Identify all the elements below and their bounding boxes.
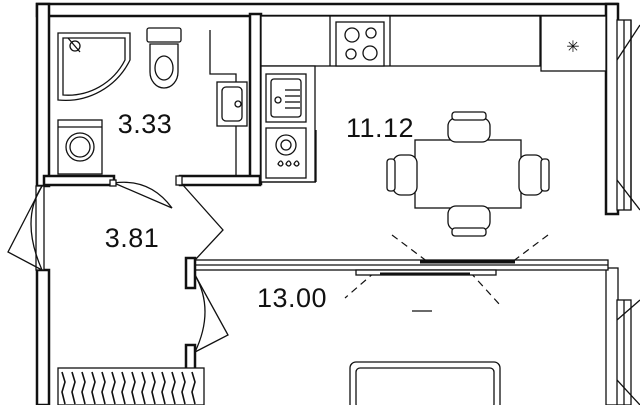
grille-bar (101, 371, 106, 405)
dishwasher-body (265, 127, 307, 179)
burner-icon (362, 45, 378, 61)
interior-walls (42, 12, 609, 405)
chair-icon (392, 154, 418, 196)
grille-bar (151, 371, 156, 405)
cooktop-panel (335, 21, 385, 67)
burner-icon (345, 48, 357, 60)
bathroom-area-label: 3.33 (118, 109, 173, 139)
toilet-bowl (149, 43, 179, 89)
washbasin (216, 81, 248, 127)
toilet (146, 27, 182, 89)
folding-partition (344, 234, 549, 312)
chair-icon (447, 117, 491, 143)
burner-icon (365, 27, 377, 39)
hallway-walls (181, 183, 229, 353)
kitchen-sink (265, 73, 307, 123)
right-wall-upper (604, 2, 620, 216)
grille-bar (141, 371, 146, 405)
balcony-grille (57, 367, 205, 405)
kitchen-area-label: 11.12 (346, 113, 414, 143)
grille-bar (171, 371, 176, 405)
bed (349, 361, 501, 405)
fridge-body (540, 15, 607, 72)
chair-icon (518, 154, 544, 196)
dishwasher (265, 127, 307, 179)
grille-bar (61, 371, 66, 405)
top-wall (35, 2, 619, 18)
grille-bar (181, 371, 186, 405)
washing-machine (57, 119, 103, 175)
sink-basin (265, 73, 307, 123)
fridge: ✳ (540, 15, 607, 72)
chair-icon (447, 205, 491, 231)
grille-bar (131, 371, 136, 405)
burner-icon (344, 27, 360, 43)
bathroom-kitchen-wall (248, 12, 263, 186)
grille-bar (81, 371, 86, 405)
hallway-area-label: 3.81 (105, 223, 160, 253)
window-right-lower (605, 267, 640, 405)
grille-bar (121, 371, 126, 405)
toilet-tank (146, 27, 182, 43)
entrance-door (7, 185, 45, 271)
bathroom-door (109, 175, 183, 209)
window-right-upper (616, 19, 640, 211)
cooktop (335, 21, 385, 67)
snowflake-icon: ✳ (566, 37, 579, 56)
grille-bar (91, 371, 96, 405)
left-wall-bathroom (35, 2, 51, 188)
faucet-icon (274, 96, 282, 104)
table-top (414, 139, 522, 209)
bathroom-bottom-wall-right (178, 174, 262, 187)
left-wall-lower (35, 268, 51, 405)
dining-table (386, 111, 550, 237)
grille-bar (71, 371, 76, 405)
right-wall-lower (605, 267, 619, 405)
bathroom-bottom-wall-left (42, 174, 116, 187)
shower-cabin (57, 32, 131, 102)
hallway-wall-stub (184, 256, 197, 290)
entrance-door-frame (35, 185, 45, 271)
bed-frame (349, 361, 501, 405)
grille-bar (161, 371, 166, 405)
living-room-area-label: 13.00 (257, 283, 327, 313)
grille-bar (191, 371, 196, 405)
grille-bar (111, 371, 116, 405)
